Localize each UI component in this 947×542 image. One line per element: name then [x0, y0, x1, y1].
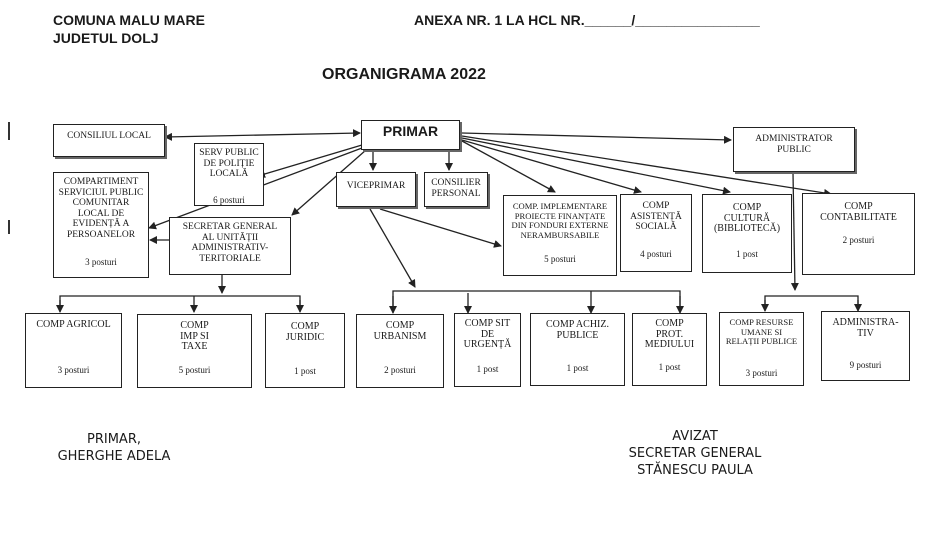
commune-name: COMUNA MALU MARE [53, 12, 205, 28]
connector-primar-consiliu [164, 129, 361, 141]
signature-primar-name: GHERGHE ADELA [57, 449, 171, 464]
connector-administrator-down [790, 172, 799, 291]
connector-primar-politie [257, 144, 363, 178]
connector-viceprimar-down [369, 208, 416, 288]
connector-primar-cultura [461, 137, 731, 195]
connector-viceprimar-implementare [379, 208, 502, 248]
signature-secretar-title: SECRETAR GENERAL [628, 446, 762, 461]
connector-secretar-bracket [59, 295, 301, 309]
box-comp-sit-de-urgenta: COMP SIT DE URGENȚĂ 1 post [454, 313, 521, 387]
connector-primar-administrator [461, 132, 732, 144]
box-comp-contabilitate: COMP CONTABILITATE 2 posturi [802, 193, 915, 275]
connector-primar-secretar [291, 149, 367, 216]
box-consiliul-local: CONSILIUL LOCAL [53, 124, 165, 157]
margin-mark [8, 122, 10, 140]
margin-mark [8, 220, 10, 234]
county-name: JUDETUL DOLJ [53, 30, 159, 46]
box-comp-implementare-proiecte: COMP. IMPLEMENTARE PROIECTE FINANȚATE DI… [503, 195, 617, 276]
signature-secretar-name: STĂNESCU PAULA [637, 463, 753, 478]
box-viceprimar: VICEPRIMAR [336, 172, 416, 207]
box-comp-agricol: COMP AGRICOL 3 posturi [25, 313, 122, 388]
box-comp-protectia-mediului: COMP PROT. MEDIULUI 1 post [632, 313, 707, 386]
connector-primar-implementare [461, 140, 556, 193]
box-administrator-public: ADMINISTRATOR PUBLIC [733, 127, 855, 172]
page-title: ORGANIGRAMA 2022 [322, 66, 486, 83]
box-comp-urbanism: COMP URBANISM 2 posturi [356, 314, 444, 388]
annex-reference: ANEXA NR. 1 LA HCL NR.______/___________… [414, 12, 760, 28]
box-comp-imp-si-taxe: COMP IMP SI TAXE 5 posturi [137, 314, 252, 388]
box-secretar-general: SECRETAR GENERAL AL UNITĂȚII ADMINISTRAT… [169, 217, 291, 275]
signature-primar: PRIMAR, GHERGHE ADELA [50, 431, 178, 465]
box-comp-achizitii-publice: COMP ACHIZ. PUBLICE 1 post [530, 313, 625, 386]
box-administrativ: ADMINISTRA-TIV 9 posturi [821, 311, 910, 381]
signature-primar-role: PRIMAR, [87, 432, 141, 447]
box-primar: PRIMAR [361, 120, 460, 150]
box-consilier-personal: CONSILIER PERSONAL [424, 172, 488, 207]
connector-viceprimar-bracket [392, 290, 681, 309]
connector-primar-asistenta [461, 139, 642, 194]
box-comp-cultura-biblioteca: COMP CULTURĂ (BIBLIOTECĂ) 1 post [702, 194, 792, 273]
signature-secretar: AVIZAT SECRETAR GENERAL STĂNESCU PAULA [610, 428, 780, 479]
box-comp-resurse-umane: COMP RESURSE UMANE SI RELAȚII PUBLICE 3 … [719, 312, 804, 386]
box-compartiment-evidenta-persoanelor: COMPARTIMENT SERVICIUL PUBLIC COMUNITAR … [53, 172, 149, 278]
box-comp-asistenta-sociala: COMP ASISTENȚĂ SOCIALĂ 4 posturi [620, 194, 692, 272]
connector-administrator-bracket [764, 295, 859, 309]
connector-primar-contabilitate [461, 135, 832, 197]
box-comp-juridic: COMP JURIDIC 1 post [265, 313, 345, 388]
signature-secretar-role: AVIZAT [672, 429, 718, 444]
box-serv-politie-locala: SERV PUBLIC DE POLIȚIE LOCALĂ 6 posturi [194, 143, 264, 206]
